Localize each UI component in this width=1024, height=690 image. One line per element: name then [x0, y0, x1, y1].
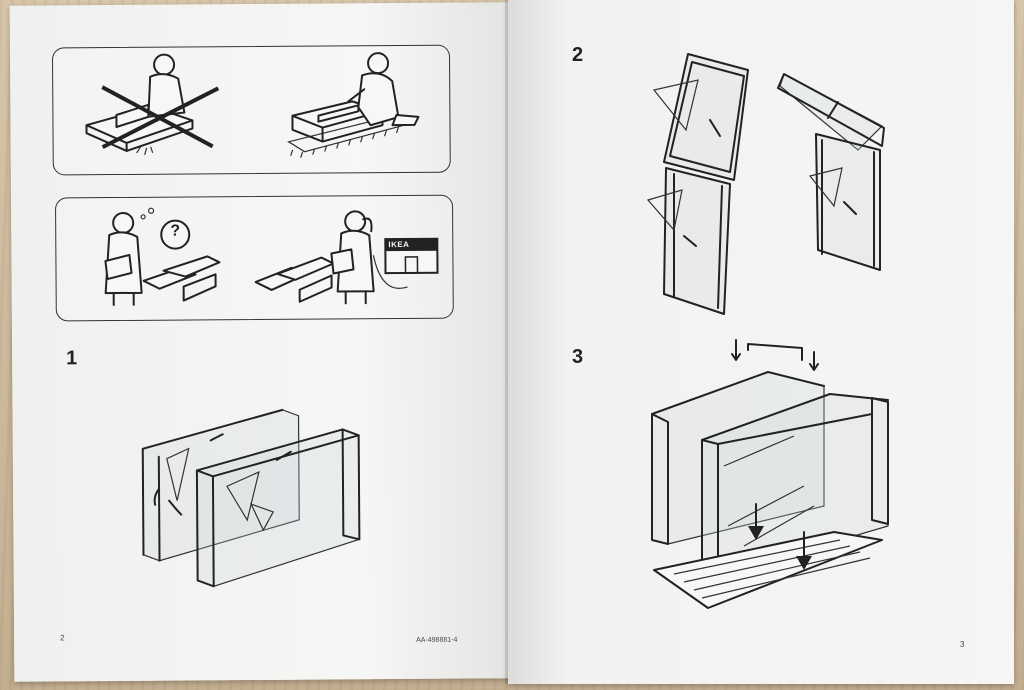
right-page-number: 3 — [960, 640, 965, 649]
ikea-sign-text: IKEA — [388, 239, 410, 250]
step-2-label: 2 — [572, 44, 584, 66]
left-page: ? IKEA 1 2 AA-498881-4 — [9, 2, 515, 682]
ikea-store-sign — [372, 237, 439, 289]
handling-illustration — [85, 52, 420, 158]
document-code: AA-498881-4 — [416, 636, 458, 644]
question-mark: ? — [170, 222, 181, 240]
phoning-person-figure — [330, 210, 375, 305]
step-3-label: 3 — [572, 346, 584, 368]
confused-person-figure — [104, 207, 191, 307]
step-3-illustration — [651, 339, 889, 609]
right-page: 2 3 — [508, 0, 1014, 684]
cross-icon — [101, 85, 220, 149]
planks-left — [142, 255, 221, 302]
step-1-illustration — [141, 408, 361, 588]
help-illustration — [104, 207, 439, 307]
correct-handling-figure — [287, 52, 420, 158]
step-2-illustration — [646, 53, 885, 315]
step-1-label: 1 — [66, 347, 78, 370]
wrong-handling-figure — [85, 53, 194, 155]
left-panel-with-film — [646, 53, 749, 315]
left-page-number: 2 — [60, 633, 65, 643]
right-panel-with-film — [777, 73, 885, 271]
planks-right — [254, 256, 335, 303]
